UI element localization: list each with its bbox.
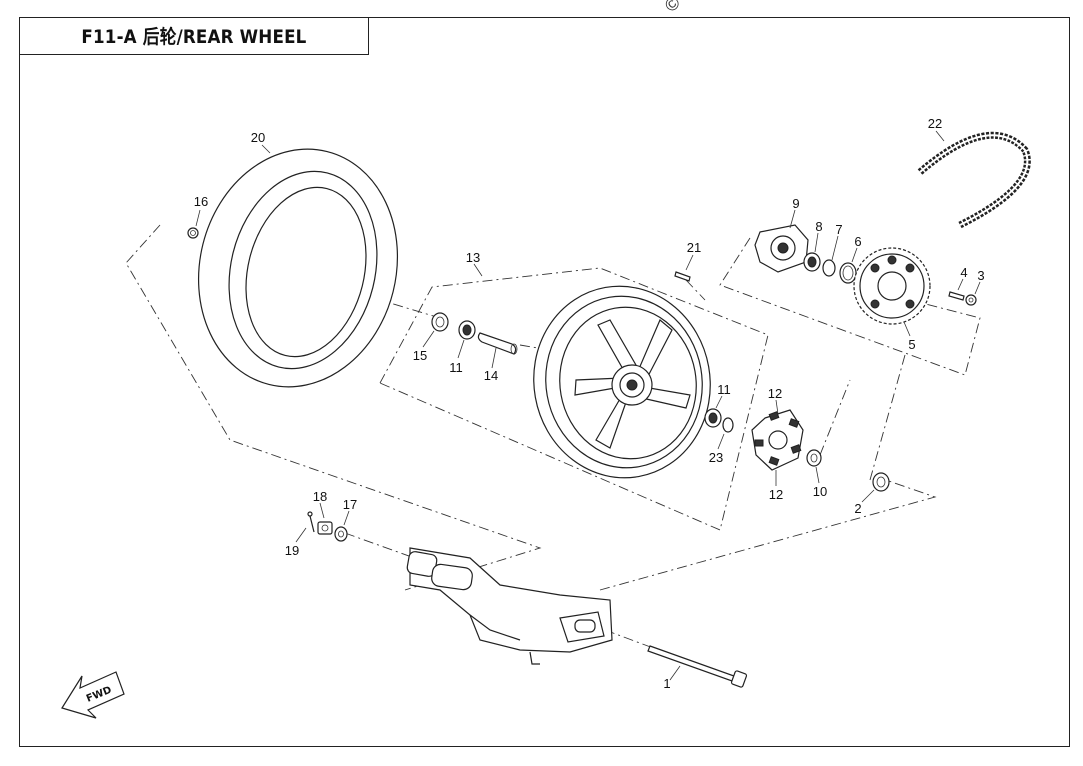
adjuster-nut	[317, 521, 333, 535]
valve-cap	[187, 227, 199, 239]
callout-labels: 20 16 13 21 9 8 7 6 22 4 3 5 15 11 14 11…	[194, 116, 985, 691]
adjuster-washer	[334, 526, 348, 542]
drawing-border	[19, 17, 1070, 747]
callout-21: 21	[687, 240, 701, 255]
sprocket-nut	[965, 294, 977, 306]
cush-drive-dampers	[751, 409, 804, 471]
callout-12-top: 12	[768, 386, 782, 401]
sprocket-bolt	[948, 291, 965, 301]
left-bearing	[458, 320, 476, 340]
callout-1: 1	[663, 676, 670, 691]
callout-12-bottom: 12	[769, 487, 783, 502]
callout-14: 14	[484, 368, 498, 383]
tire	[197, 148, 399, 388]
right-circlip	[722, 417, 734, 433]
swingarm	[406, 547, 613, 665]
rear-axle	[647, 645, 748, 688]
callout-23: 23	[709, 450, 723, 465]
carrier-bearing	[803, 252, 821, 272]
callout-7: 7	[835, 222, 842, 237]
callout-15: 15	[413, 348, 427, 363]
axle-sleeve	[477, 332, 518, 355]
callout-6: 6	[854, 234, 861, 249]
leader-lines	[195, 130, 981, 681]
callout-5: 5	[908, 337, 915, 352]
callout-8: 8	[815, 219, 822, 234]
callout-19: 19	[285, 543, 299, 558]
rear-rim	[533, 285, 711, 479]
carrier-circlip	[822, 259, 836, 277]
callout-3: 3	[977, 268, 984, 283]
callout-22: 22	[928, 116, 942, 131]
axle-nut	[872, 472, 890, 492]
diagram-title: F11-A 后轮/REAR WHEEL	[80, 26, 307, 48]
title-box: F11-A 后轮/REAR WHEEL	[19, 17, 369, 55]
callout-4: 4	[960, 265, 967, 280]
callout-18: 18	[313, 489, 327, 504]
callout-9: 9	[792, 196, 799, 211]
forward-arrow-icon: FWD	[61, 671, 125, 719]
rear-sprocket	[853, 247, 931, 325]
callout-20: 20	[251, 130, 265, 145]
tire-valve	[674, 271, 691, 282]
callout-17: 17	[343, 497, 357, 512]
callout-10: 10	[813, 484, 827, 499]
right-bearing	[704, 408, 722, 428]
callout-2: 2	[854, 501, 861, 516]
oil-seal	[839, 262, 857, 284]
callout-13: 13	[466, 250, 480, 265]
callout-11-right: 11	[717, 382, 731, 397]
left-spacer	[431, 312, 449, 332]
sprocket-collar	[806, 449, 822, 467]
callout-11-left: 11	[449, 360, 463, 375]
drive-chain	[917, 131, 1031, 229]
sprocket-carrier	[754, 224, 809, 273]
cotter-pin	[307, 511, 315, 533]
callout-16: 16	[194, 194, 208, 209]
